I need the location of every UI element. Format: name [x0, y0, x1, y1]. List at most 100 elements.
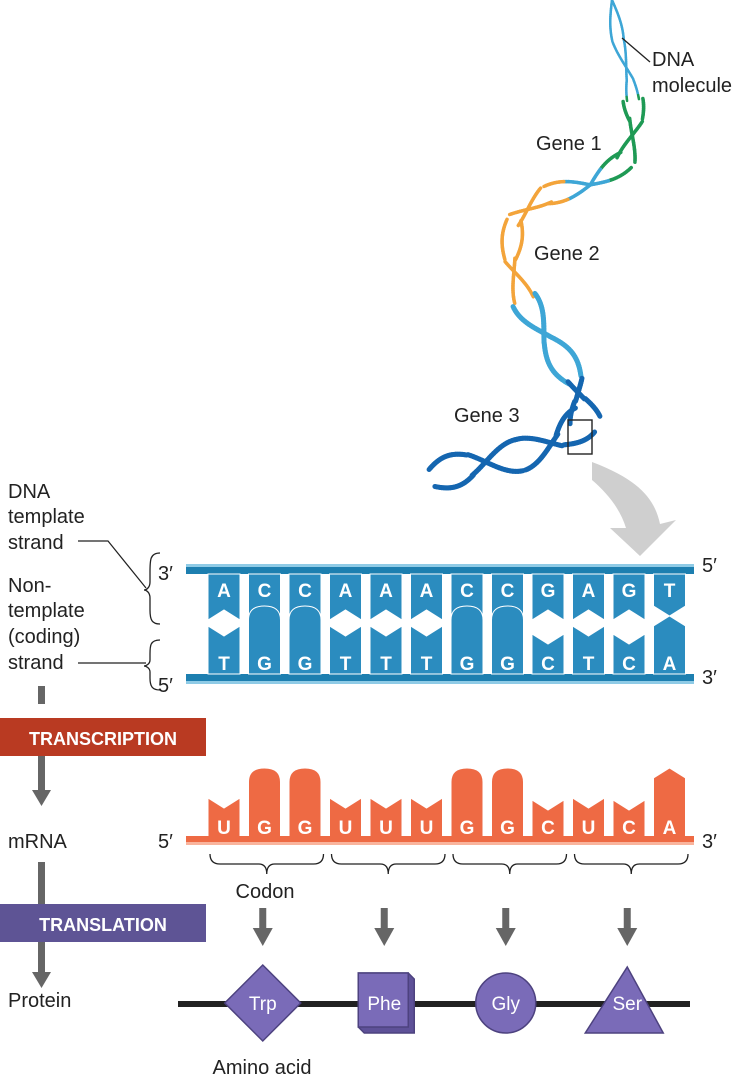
- mrna-left-end: 5′: [158, 831, 173, 853]
- flow-line-2: [38, 862, 45, 904]
- template-backbone: [186, 564, 694, 574]
- translation-label: TRANSLATION: [39, 915, 167, 935]
- helix-segment: [507, 212, 514, 217]
- template-brace: [143, 552, 161, 625]
- mrna-base: G: [460, 818, 475, 839]
- amino-acid-name: Phe: [367, 994, 401, 1015]
- top-left-end: 3′: [158, 563, 173, 585]
- amino-acid-diamond: [223, 963, 302, 1043]
- template-base: A: [379, 581, 393, 602]
- mrna-base: G: [257, 818, 272, 839]
- transcription-label: TRANSCRIPTION: [29, 729, 177, 749]
- mrna-base-shape: [288, 767, 322, 839]
- translation-arrow-shaft: [259, 908, 267, 930]
- translation-bar: [0, 904, 206, 942]
- template-strand-label-3: strand: [8, 532, 64, 554]
- amino-acid-name: Gly: [492, 994, 521, 1015]
- translation-arrow-head: [252, 928, 273, 946]
- mrna-base: C: [541, 818, 555, 839]
- amino-acid-name: Ser: [612, 994, 642, 1015]
- amino-acid-name: Trp: [249, 994, 277, 1015]
- dna-double-strand: [186, 564, 694, 684]
- coding-base: C: [622, 654, 636, 675]
- coding-base: C: [541, 654, 555, 675]
- helix-segment: [596, 411, 603, 419]
- coding-backbone-highlight: [186, 681, 694, 684]
- coding-base-shape: [653, 615, 686, 675]
- template-base: C: [258, 581, 272, 602]
- template-base-shape: [653, 573, 686, 617]
- translation-arrows: [252, 908, 638, 946]
- coding-base: T: [421, 654, 433, 675]
- template-base-shape: [572, 573, 605, 621]
- zoom-arrow: [592, 462, 676, 556]
- bottom-right-end: 3′: [702, 667, 717, 689]
- coding-base: G: [257, 654, 272, 675]
- coding-base-shape: [531, 633, 565, 675]
- coding-base-shape: [572, 625, 605, 675]
- coding-base: T: [340, 654, 352, 675]
- coding-base: G: [500, 654, 515, 675]
- template-base: C: [460, 581, 474, 602]
- coding-base: A: [663, 654, 677, 675]
- nontemplate-label-4: strand: [8, 652, 64, 674]
- mrna-base: U: [339, 818, 353, 839]
- zoom-box: [567, 419, 593, 455]
- mrna-base: C: [622, 818, 636, 839]
- bottom-left-end: 5′: [158, 675, 173, 697]
- translation-arrow-shaft: [380, 908, 388, 930]
- gene1-label: Gene 1: [536, 133, 602, 155]
- nontemplate-label-3: (coding): [8, 626, 80, 648]
- transcription-bar: [0, 718, 206, 756]
- codon-braces: [209, 853, 689, 875]
- coding-base-shape: [410, 625, 443, 675]
- coding-base-shape: [248, 605, 281, 675]
- template-base: T: [664, 581, 676, 602]
- helix-segment: [542, 183, 548, 189]
- template-base-shape: [369, 573, 403, 621]
- gene2-label: Gene 2: [534, 243, 600, 265]
- mrna-base: U: [582, 818, 596, 839]
- coding-base: G: [298, 654, 313, 675]
- template-base: C: [501, 581, 515, 602]
- amino-acid-triangle: [583, 965, 665, 1034]
- translation-arrow-shaft: [502, 908, 510, 930]
- codon-brace: [209, 853, 325, 875]
- coding-base-shape: [450, 605, 484, 675]
- template-base-shape: [207, 573, 241, 621]
- codon-brace: [573, 853, 689, 875]
- template-base: G: [541, 581, 556, 602]
- coding-base: T: [380, 654, 392, 675]
- dna-helix-illustration: [426, 0, 646, 491]
- coding-base: T: [583, 654, 595, 675]
- mrna-base-shape: [248, 767, 281, 839]
- template-base: A: [582, 581, 596, 602]
- coding-base: G: [460, 654, 475, 675]
- template-base: A: [339, 581, 353, 602]
- template-base: A: [420, 581, 434, 602]
- flow-arrow-1: [32, 756, 51, 806]
- dna-molecule-label-2: molecule: [652, 75, 732, 97]
- top-right-end: 5′: [702, 555, 717, 577]
- mrna-base: U: [379, 818, 393, 839]
- coding-base-shape: [288, 605, 322, 675]
- template-base: C: [298, 581, 312, 602]
- helix-segment: [523, 466, 531, 473]
- mrna-base-shape: [491, 767, 524, 839]
- template-leader: [78, 540, 147, 589]
- coding-base-shape: [329, 625, 362, 675]
- codon-brace: [330, 853, 446, 875]
- coding-base: T: [218, 654, 230, 675]
- protein-label: Protein: [8, 990, 71, 1012]
- dna-molecule-leader: [621, 37, 651, 63]
- mrna-flow-label: mRNA: [8, 831, 68, 853]
- helix-segment: [426, 465, 434, 473]
- coding-base-shape: [612, 633, 646, 675]
- template-base-shape: [410, 573, 443, 621]
- amino-acid-label: Amino acid: [213, 1057, 312, 1079]
- template-base-shape: [531, 573, 565, 621]
- codon-label: Codon: [236, 881, 295, 903]
- template-backbone-highlight: [186, 564, 694, 567]
